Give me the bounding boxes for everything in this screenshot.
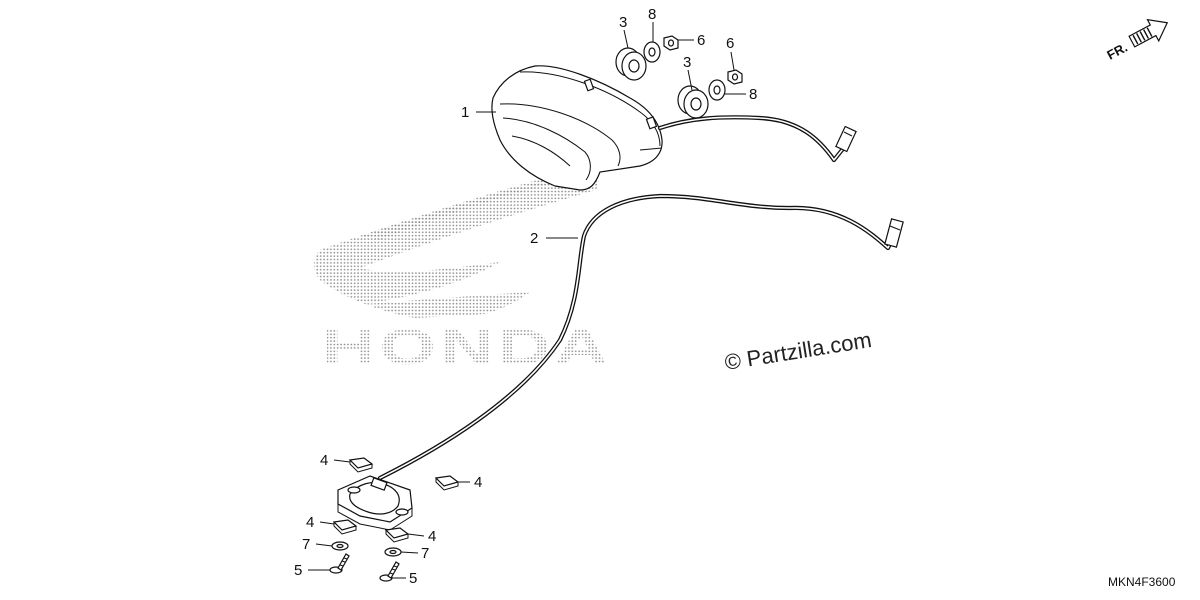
license-light-wire: [377, 193, 904, 481]
callout-8-upper: 8: [648, 6, 656, 23]
callout-2: 2: [530, 230, 538, 247]
front-arrow-icon: [1128, 18, 1169, 48]
nut-upper[interactable]: [663, 35, 679, 51]
leader-lines: [308, 22, 746, 579]
callout-5-a: 5: [294, 562, 302, 579]
honda-logo: HONDA: [314, 166, 612, 375]
callout-7-b: 7: [421, 545, 429, 562]
diagram-code: MKN4F3600: [1108, 575, 1176, 589]
pad-4b[interactable]: [434, 475, 460, 491]
taillight-assembly[interactable]: [491, 65, 663, 191]
callout-labels: 1 2 3 3 8 8 6 6 4 4 4 4 7 7 5 5: [294, 6, 757, 587]
pad-4a[interactable]: [348, 457, 374, 473]
grommet-lower[interactable]: [677, 85, 709, 119]
screw-5b[interactable]: [379, 561, 400, 582]
washer-lower[interactable]: [708, 79, 726, 101]
callout-4-d: 4: [428, 528, 436, 545]
callout-5-b: 5: [409, 570, 417, 587]
callout-4-c: 4: [306, 514, 314, 531]
callout-3-lower: 3: [683, 54, 691, 71]
pad-4c[interactable]: [332, 519, 358, 535]
screw-5a[interactable]: [329, 553, 350, 574]
callout-6-upper: 6: [697, 32, 705, 49]
pad-4d[interactable]: [384, 527, 410, 543]
callout-6-lower: 6: [726, 35, 734, 52]
callout-4-b: 4: [474, 474, 482, 491]
callout-7-a: 7: [302, 536, 310, 553]
callout-4-a: 4: [320, 452, 328, 469]
callout-1: 1: [461, 104, 469, 121]
front-indicator: FR.: [1104, 18, 1169, 63]
license-light-assembly[interactable]: [337, 475, 413, 531]
collar-7a[interactable]: [331, 541, 349, 551]
washer-upper[interactable]: [643, 41, 661, 63]
honda-wing-upper: [360, 166, 592, 240]
honda-logo-text: HONDA: [322, 319, 612, 375]
grommet-upper[interactable]: [615, 47, 647, 81]
callout-3-upper: 3: [619, 14, 627, 31]
collar-7b[interactable]: [384, 547, 402, 557]
copyright-watermark: © Partzilla.com: [723, 327, 873, 375]
front-label: FR.: [1104, 40, 1130, 63]
nut-lower[interactable]: [727, 69, 743, 85]
honda-wing-shape: [314, 168, 598, 318]
taillight-wire: [657, 115, 857, 163]
callout-8-lower: 8: [749, 86, 757, 103]
